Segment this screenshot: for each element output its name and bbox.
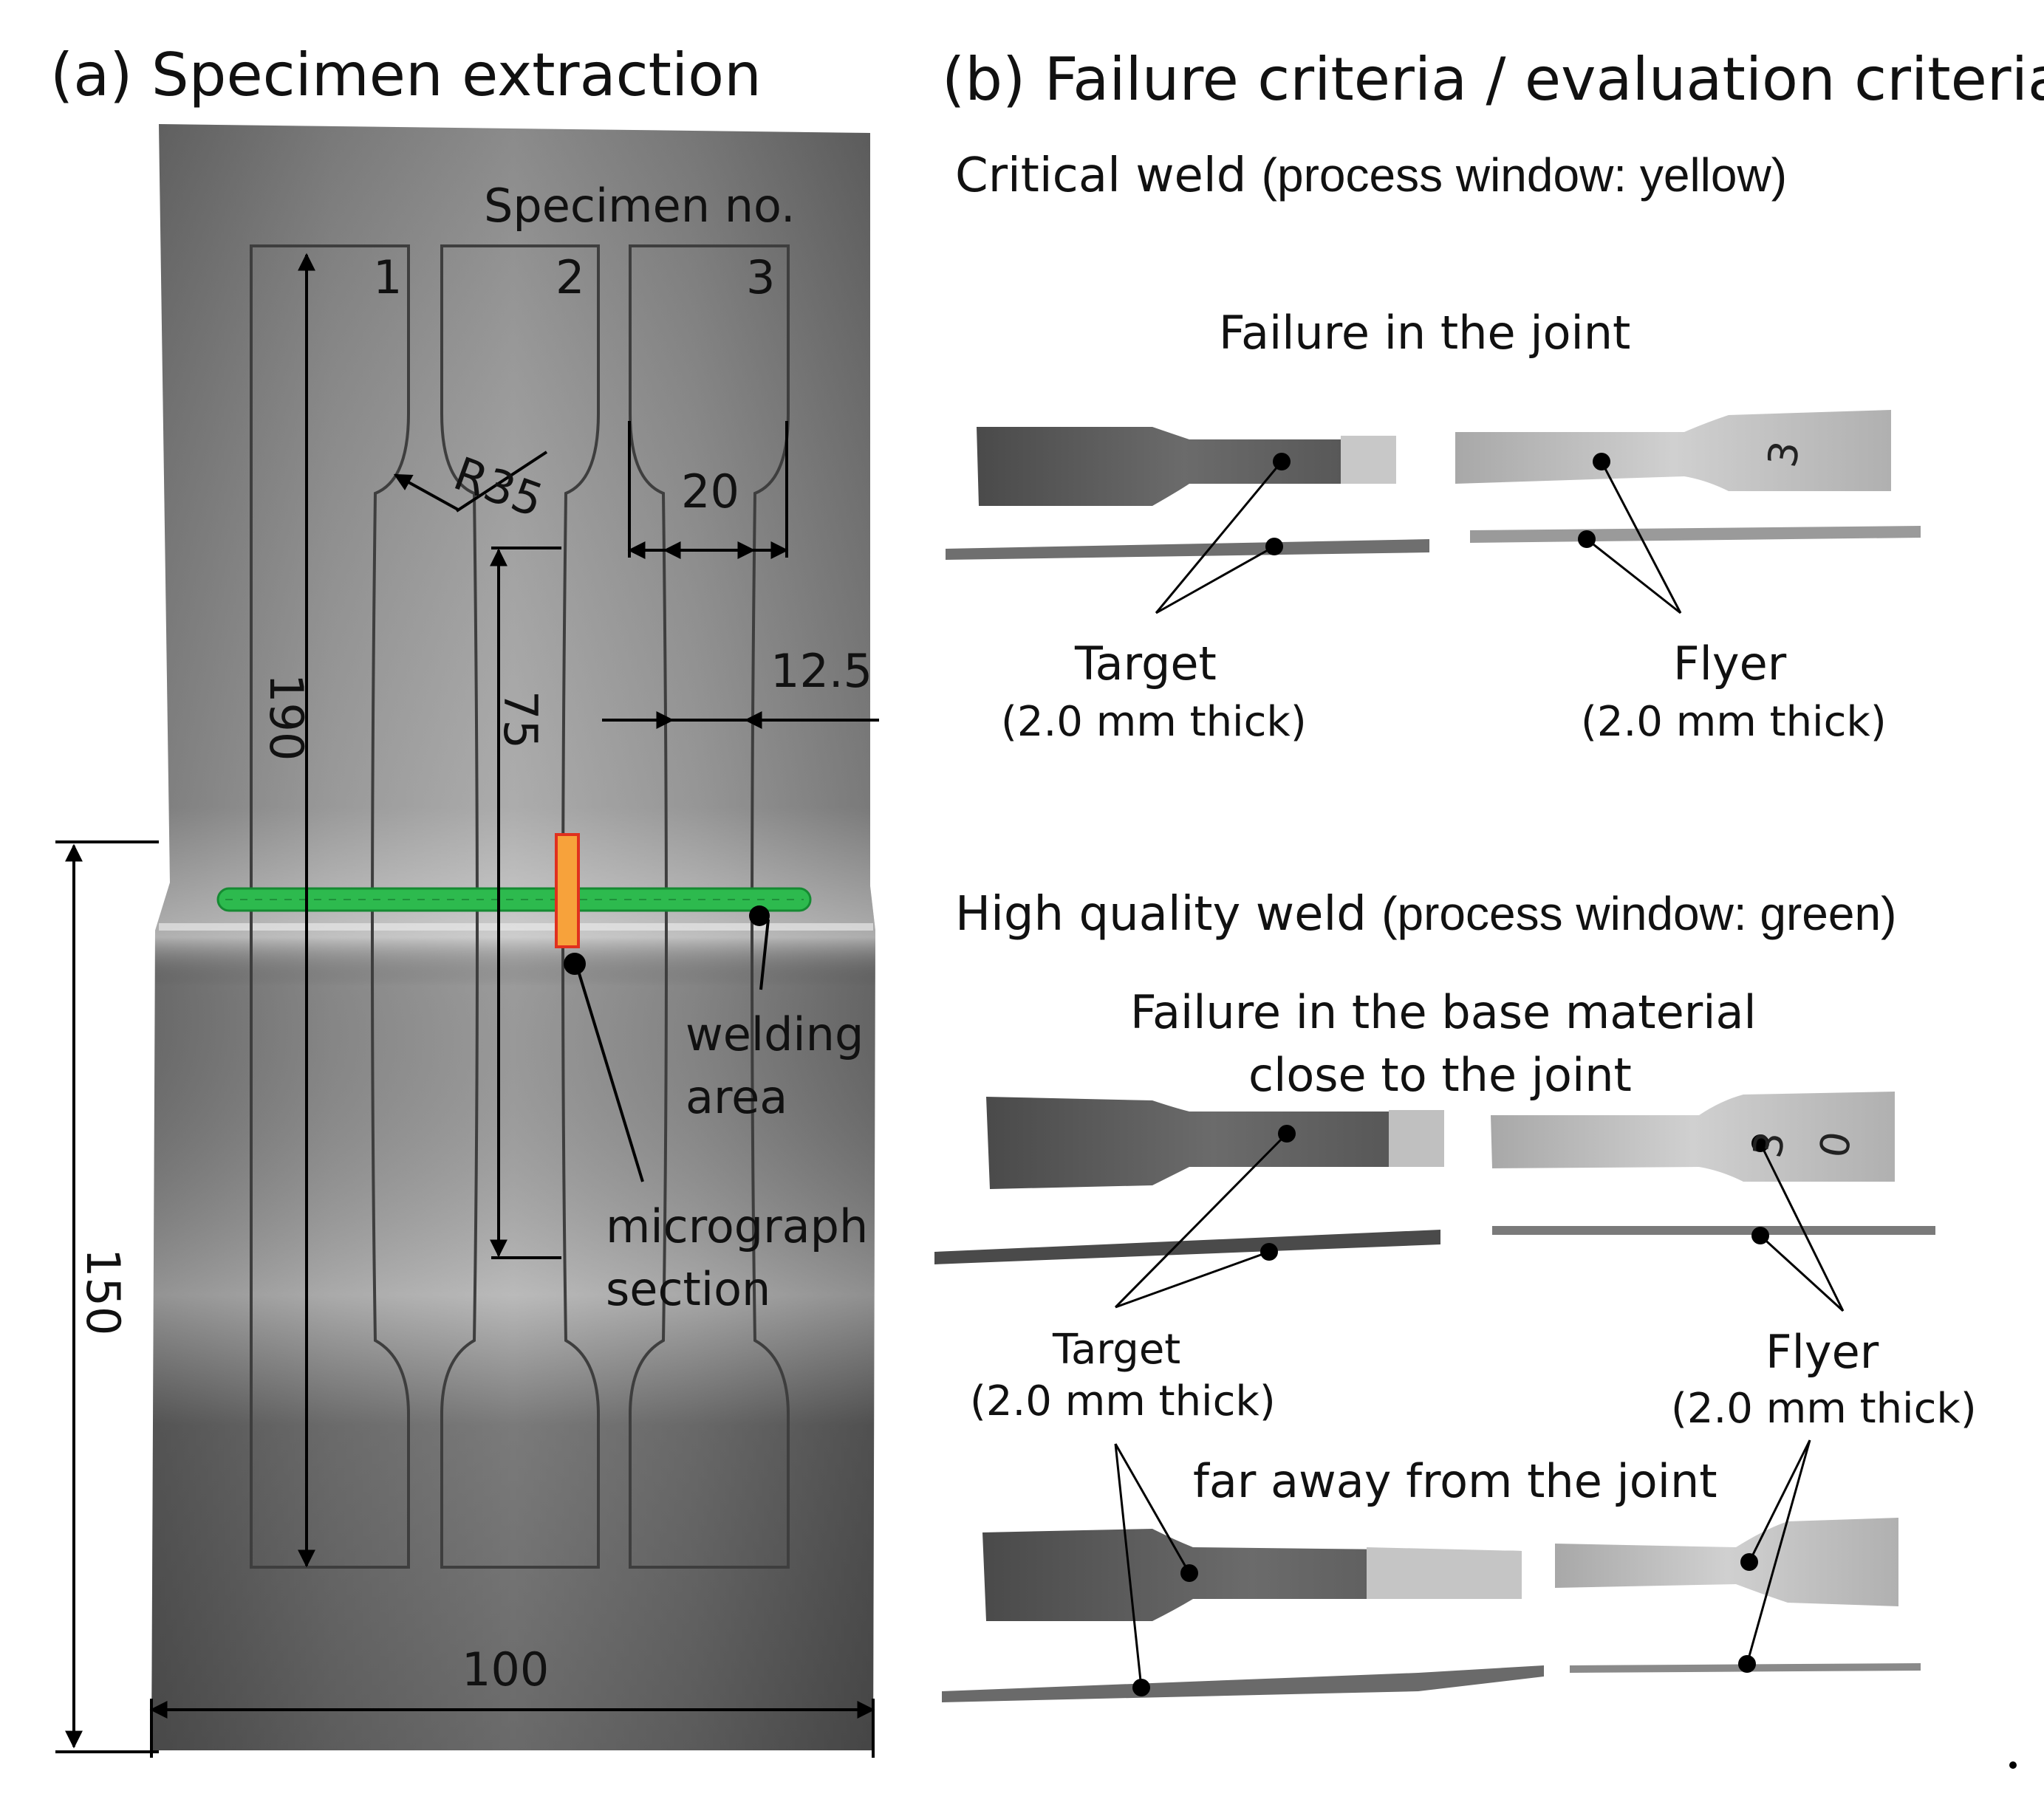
hq-failure-label-1: Failure in the base material — [1130, 985, 1757, 1039]
hq-far-pointer-lines — [1114, 1439, 1811, 1688]
dimension-length-190: 190 — [259, 674, 313, 761]
hq-far-flyer-specimen — [1555, 1518, 1898, 1606]
hq-far-target-dot-top — [1180, 1564, 1198, 1582]
dimension-lines — [55, 253, 879, 1758]
critical-target-label: Target — [1075, 637, 1217, 691]
dimension-width-12-5: 12.5 — [770, 644, 873, 698]
specimen-number-2: 2 — [556, 250, 585, 304]
critical-flyer-dot-top — [1593, 453, 1610, 470]
hq-far-flyer-dot-top — [1740, 1553, 1758, 1571]
hq-flyer-dot-bottom — [1751, 1227, 1769, 1244]
micrograph-dot — [564, 953, 586, 975]
specimen-number-3: 3 — [746, 250, 776, 304]
critical-failure-label: Failure in the joint — [1219, 306, 1631, 360]
micrograph-marker — [555, 833, 580, 948]
high-quality-weld-heading-bold: High quality weld — [955, 887, 1367, 942]
critical-pointer-lines — [1155, 461, 1682, 614]
dimension-neck-width: 20 — [681, 465, 739, 518]
panel-a-title: (a) Specimen extraction — [50, 41, 762, 109]
dimension-width-100: 100 — [462, 1643, 550, 1696]
micrograph-label-1: micrograph — [606, 1199, 869, 1253]
critical-target-dot-top — [1273, 453, 1291, 470]
hq-target-thickness: (2.0 mm thick) — [970, 1377, 1276, 1425]
metal-sheet — [151, 124, 875, 1750]
welding-area-dot — [749, 905, 770, 926]
micrograph-label-2: section — [606, 1262, 771, 1316]
critical-weld-photos — [946, 410, 1921, 560]
welding-line — [216, 887, 812, 912]
critical-flyer-thickness: (2.0 mm thick) — [1581, 698, 1887, 746]
critical-flyer-dot-bottom — [1578, 530, 1596, 548]
specimen-outlines — [250, 244, 790, 1569]
hq-far-away-label: far away from the joint — [1193, 1454, 1717, 1508]
panel-b-title: (b) Failure criteria / evaluation criter… — [942, 45, 2044, 114]
high-quality-close-photos — [934, 1092, 1935, 1264]
hq-flyer-specimen — [1491, 1092, 1895, 1182]
trailing-dot — [2009, 1761, 2017, 1769]
hq-target-dot-top — [1278, 1125, 1296, 1143]
high-quality-weld-heading: High quality weld (process window: green… — [955, 890, 1896, 938]
critical-weld-heading-bold: Critical weld — [955, 148, 1247, 203]
specimen-1-outline — [250, 244, 410, 1569]
high-quality-weld-heading-rest: (process window: green) — [1381, 887, 1897, 940]
hq-far-target-dot-bottom — [1132, 1679, 1150, 1696]
specimen-number-1: 1 — [373, 250, 403, 304]
specimen-2-outline — [440, 244, 600, 1569]
welding-area-label-1: welding — [686, 1007, 864, 1061]
high-quality-far-photos — [942, 1518, 1921, 1702]
hq-target-dot-bottom — [1260, 1243, 1278, 1261]
hq-far-flyer-dot-bottom — [1738, 1655, 1756, 1673]
critical-weld-heading-rest: (process window: yellow) — [1261, 148, 1787, 202]
critical-target-thickness: (2.0 mm thick) — [1001, 698, 1307, 746]
critical-weld-heading: Critical weld (process window: yellow) — [955, 151, 1787, 199]
dimension-height-150: 150 — [76, 1248, 130, 1336]
hq-flyer-thickness: (2.0 mm thick) — [1671, 1385, 1977, 1433]
hq-close-pointer-lines — [1114, 1132, 1845, 1312]
hq-target-label: Target — [1053, 1326, 1181, 1374]
critical-flyer-specimen — [1455, 410, 1891, 491]
critical-target-dot-bottom — [1265, 538, 1283, 555]
hq-failure-label-2: close to the joint — [1248, 1048, 1632, 1102]
hq-flyer-dot-top — [1751, 1134, 1769, 1152]
hq-target-specimen — [986, 1097, 1440, 1189]
hq-flyer-label: Flyer — [1766, 1325, 1879, 1379]
welding-area-label-2: area — [686, 1070, 788, 1124]
specimen-no-label: Specimen no. — [484, 179, 796, 233]
specimen-3-outline — [629, 244, 790, 1569]
dimension-length-75: 75 — [493, 691, 547, 749]
critical-flyer-label: Flyer — [1673, 637, 1787, 691]
critical-target-specimen — [977, 427, 1392, 506]
